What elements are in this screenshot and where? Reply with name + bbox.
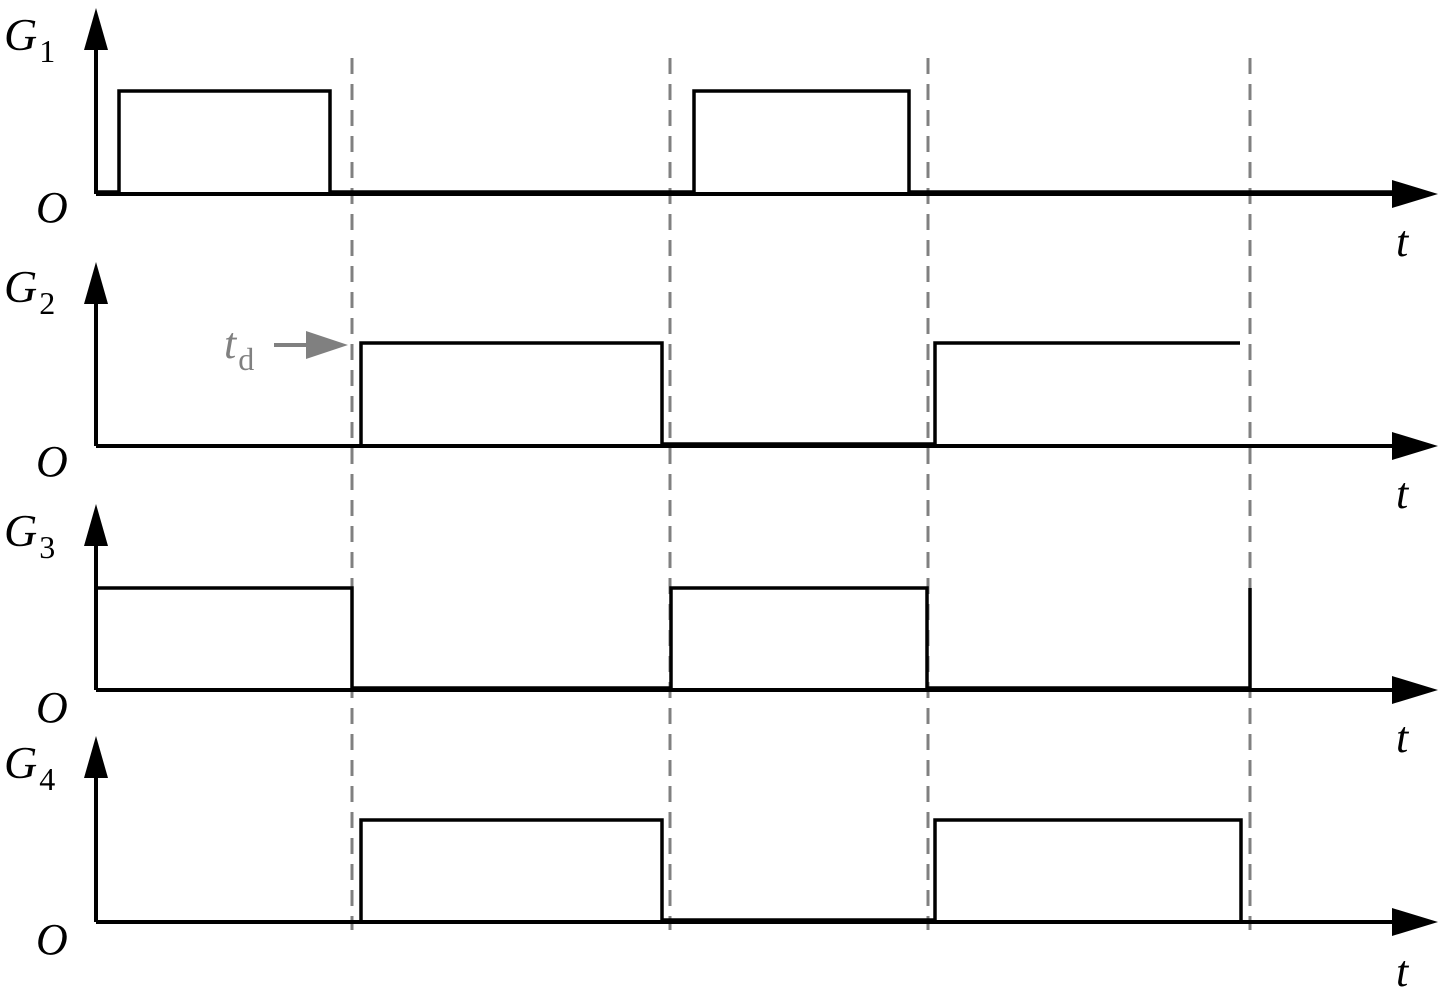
g3-x-arrow — [1392, 676, 1438, 704]
g3-time-label: t — [1396, 713, 1410, 762]
g3-axis-label: G3 — [4, 505, 55, 565]
period-dividers — [350, 58, 1252, 930]
g1-origin-label: O — [36, 183, 68, 232]
dead-time-annotation: td — [224, 319, 348, 377]
g3-y-arrow — [84, 504, 108, 546]
g4-origin-label: O — [36, 915, 68, 964]
g4-waveform — [359, 818, 1243, 922]
g3-waveform — [96, 586, 1250, 690]
channel-g1: G1 O t — [4, 8, 1438, 266]
g1-x-arrow — [1392, 180, 1438, 208]
g2-y-arrow — [84, 262, 108, 304]
channel-g3: G3 O t — [4, 504, 1438, 762]
g1-waveform — [96, 89, 1395, 194]
dead-time-label: td — [224, 319, 254, 377]
channel-g4: G4 O t — [4, 736, 1438, 996]
g4-x-arrow — [1392, 908, 1438, 936]
dead-time-arrow-head — [306, 331, 348, 359]
g2-time-label: t — [1396, 469, 1410, 518]
g2-x-arrow — [1392, 432, 1438, 460]
g2-waveform — [359, 341, 1240, 446]
g2-axis-label: G2 — [4, 261, 55, 321]
g4-axis-label: G4 — [4, 737, 55, 797]
g3-origin-label: O — [36, 683, 68, 732]
g4-time-label: t — [1396, 947, 1410, 996]
g1-axis-label: G1 — [4, 9, 55, 69]
g1-time-label: t — [1396, 217, 1410, 266]
g4-y-arrow — [84, 736, 108, 778]
channel-g2: G2 O t td — [4, 261, 1438, 518]
g1-y-arrow — [84, 8, 108, 50]
g2-origin-label: O — [36, 437, 68, 486]
